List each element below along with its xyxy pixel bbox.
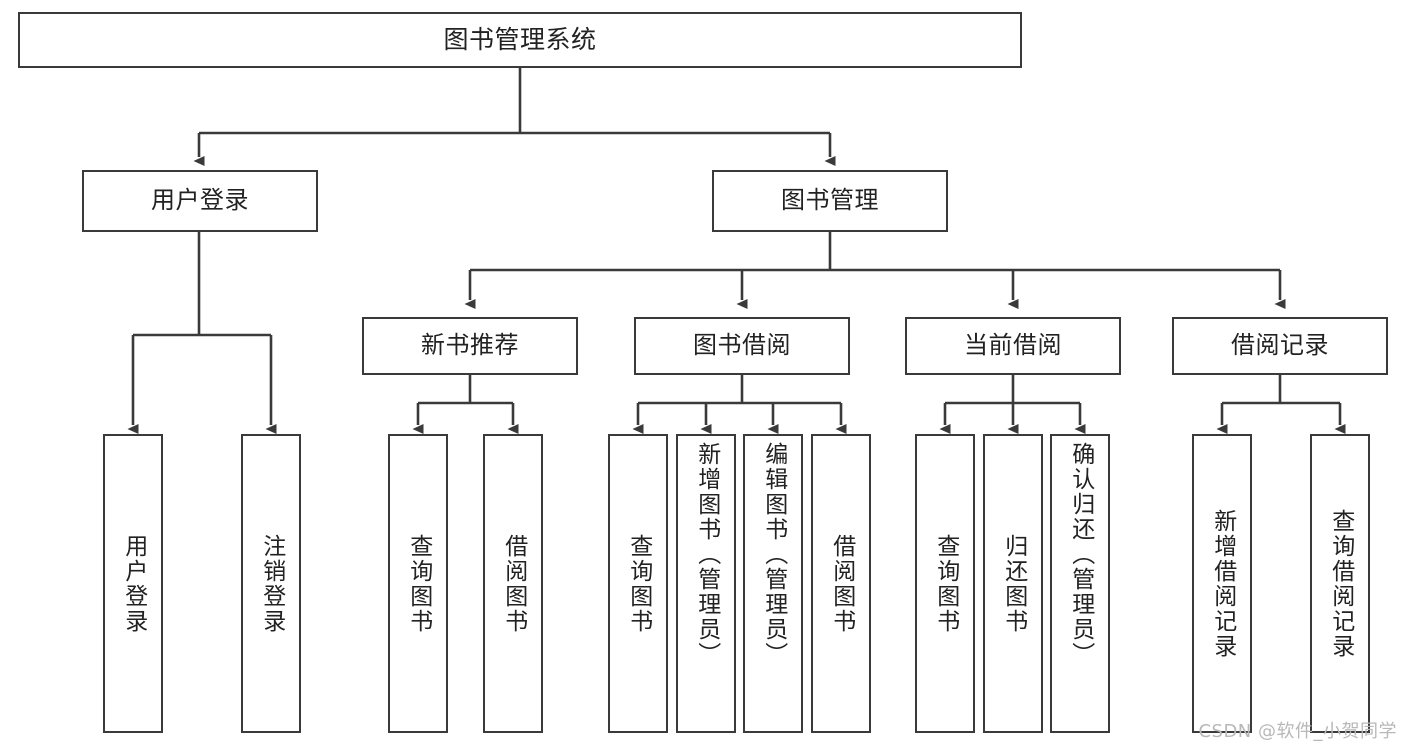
node-leaf-query-book-3[interactable]: 查询图书 [915,434,975,733]
node-label: 编辑图书（管理员） [760,442,787,667]
node-label: 确认归还（管理员） [1067,442,1094,667]
node-leaf-edit-book[interactable]: 编辑图书（管理员） [743,434,803,733]
node-label: 借阅图书 [828,533,855,634]
node-book-manage[interactable]: 图书管理 [712,170,948,232]
node-leaf-borrow-book-2[interactable]: 借阅图书 [811,434,871,733]
node-leaf-user-login[interactable]: 用户登录 [103,434,163,733]
watermark: CSDN @软件_小贺同学 [1198,721,1397,742]
node-label: 新增借阅记录 [1209,508,1236,659]
node-leaf-add-record[interactable]: 新增借阅记录 [1192,434,1252,733]
node-leaf-query-book-2[interactable]: 查询图书 [608,434,668,733]
node-label: 借阅记录 [1231,331,1329,360]
node-leaf-add-book[interactable]: 新增图书（管理员） [676,434,736,733]
node-label: 查询图书 [625,533,652,634]
node-new-book-recommend[interactable]: 新书推荐 [362,317,578,375]
node-label: 查询图书 [932,533,959,634]
node-leaf-query-book-1[interactable]: 查询图书 [388,434,448,733]
node-current-borrow[interactable]: 当前借阅 [905,317,1121,375]
node-label: 注销登录 [258,533,285,634]
node-label: 图书管理 [781,186,879,215]
node-label: 新增图书（管理员） [693,442,720,667]
node-label: 新书推荐 [421,331,519,360]
node-label: 归还图书 [1000,533,1027,634]
node-leaf-logout[interactable]: 注销登录 [241,434,301,733]
node-label: 图书借阅 [693,331,791,360]
node-leaf-return-book[interactable]: 归还图书 [983,434,1043,733]
node-label: 用户登录 [151,186,249,215]
node-borrow-record[interactable]: 借阅记录 [1172,317,1388,375]
node-user-login[interactable]: 用户登录 [82,170,318,232]
node-leaf-confirm-return[interactable]: 确认归还（管理员） [1050,434,1110,733]
node-label: 图书管理系统 [443,24,597,54]
node-leaf-query-record[interactable]: 查询借阅记录 [1310,434,1370,733]
node-root-system[interactable]: 图书管理系统 [18,12,1022,68]
node-label: 借阅图书 [500,533,527,634]
node-leaf-borrow-book-1[interactable]: 借阅图书 [483,434,543,733]
node-label: 查询图书 [405,533,432,634]
node-label: 当前借阅 [964,331,1062,360]
node-label: 查询借阅记录 [1327,508,1354,659]
node-book-borrow[interactable]: 图书借阅 [634,317,850,375]
node-label: 用户登录 [120,533,147,634]
